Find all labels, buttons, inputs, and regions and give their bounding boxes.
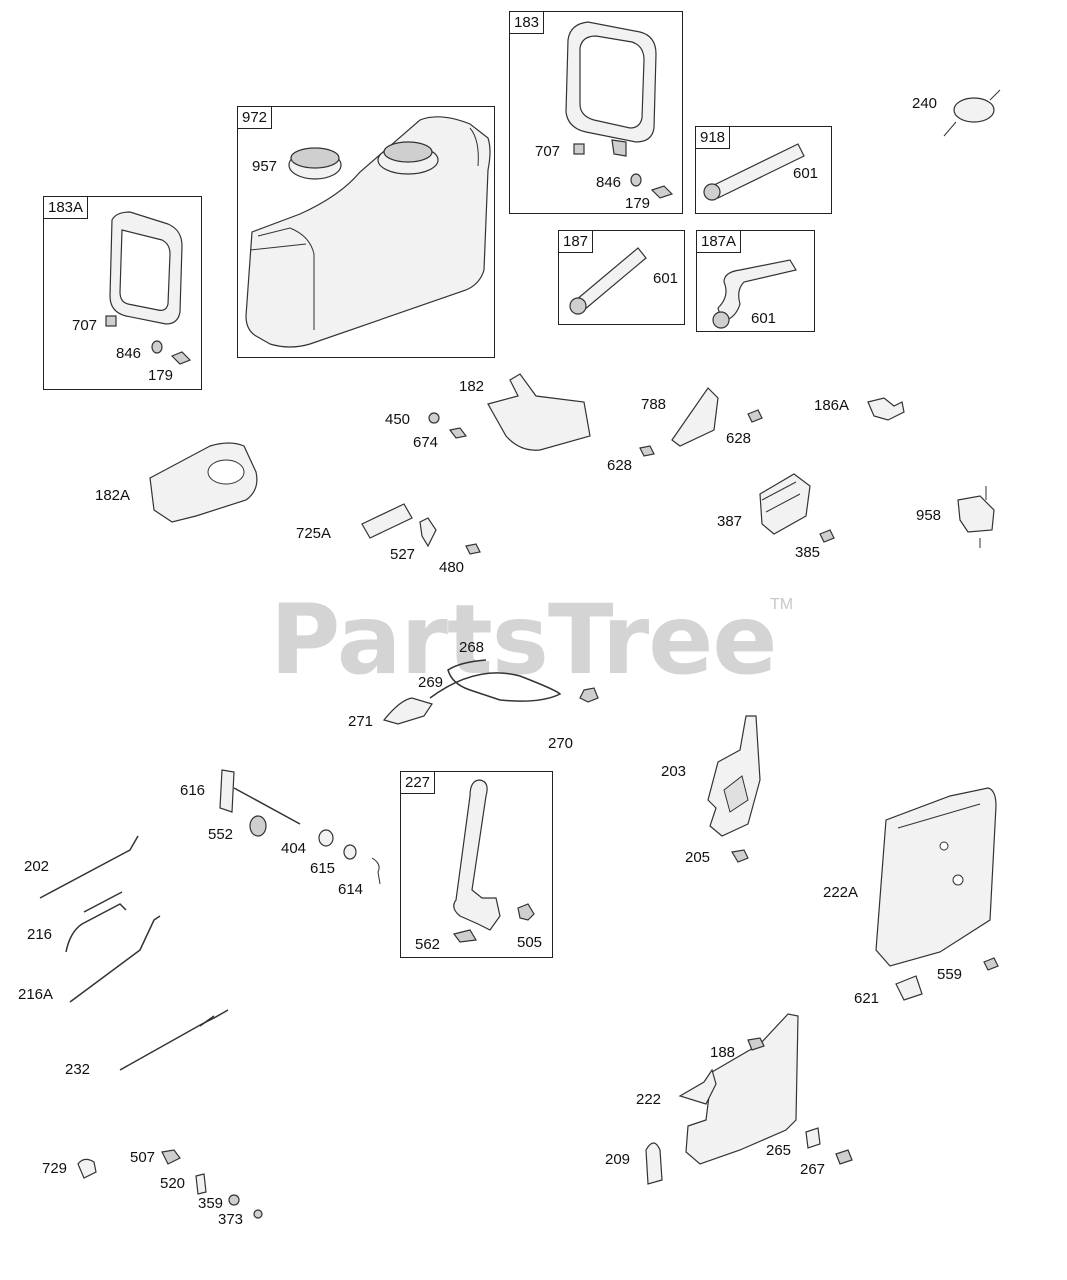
part-label: 205 xyxy=(685,849,711,866)
part-label: 527 xyxy=(390,546,416,563)
part-label: 616 xyxy=(180,782,206,799)
part-label: 202 xyxy=(24,858,50,875)
part-label: 707 xyxy=(535,143,561,160)
part-label: 216 xyxy=(27,926,53,943)
box-tag: 972 xyxy=(237,106,273,129)
part-label: 209 xyxy=(605,1151,631,1168)
part-label: 182 xyxy=(459,378,485,395)
lever-227-drawing xyxy=(452,779,535,943)
elbow-186a-drawing xyxy=(867,397,905,421)
part-label: 614 xyxy=(338,881,364,898)
part-label: 674 xyxy=(413,434,439,451)
part-label: 385 xyxy=(795,544,821,561)
shield-182-drawing xyxy=(428,373,591,451)
cable-268-drawing xyxy=(382,659,599,725)
part-label: 615 xyxy=(310,860,336,877)
box-918: 918 xyxy=(695,126,832,214)
part-label: 601 xyxy=(751,310,777,327)
part-label: 601 xyxy=(653,270,679,287)
box-tag: 187A xyxy=(696,230,742,253)
bracket-222-drawing xyxy=(645,1013,853,1185)
fuel-pump-387-drawing xyxy=(759,473,835,543)
box-183: 183 xyxy=(509,11,683,214)
part-label: 222 xyxy=(636,1091,662,1108)
part-label: 729 xyxy=(42,1160,68,1177)
part-label: 520 xyxy=(160,1175,186,1192)
part-label: 450 xyxy=(385,411,411,428)
part-label: 179 xyxy=(625,195,651,212)
part-label: 480 xyxy=(439,559,465,576)
part-label: 621 xyxy=(854,990,880,1007)
shaft-616-drawing xyxy=(219,769,381,885)
part-label: 269 xyxy=(418,674,444,691)
box-187: 187 xyxy=(558,230,685,325)
part-label: 270 xyxy=(548,735,574,752)
part-label: 559 xyxy=(937,966,963,983)
fuel-lines-drawing xyxy=(569,143,805,329)
small-hardware-drawing xyxy=(77,1149,263,1219)
part-label: 265 xyxy=(766,1142,792,1159)
part-label: 404 xyxy=(281,840,307,857)
part-label: 846 xyxy=(116,345,142,362)
part-label: 601 xyxy=(793,165,819,182)
box-972: 972 xyxy=(237,106,495,358)
part-label: 373 xyxy=(218,1211,244,1228)
part-label: 179 xyxy=(148,367,174,384)
part-label: 182A xyxy=(95,487,131,504)
part-label: 240 xyxy=(912,95,938,112)
bracket-203-drawing xyxy=(707,715,761,863)
part-label: 707 xyxy=(72,317,98,334)
part-label: 232 xyxy=(65,1061,91,1078)
tube-725a-drawing xyxy=(361,503,481,555)
part-label: 268 xyxy=(459,639,485,656)
part-label: 359 xyxy=(198,1195,224,1212)
valve-958-drawing xyxy=(957,486,995,548)
part-label: 188 xyxy=(710,1044,736,1061)
part-label: 203 xyxy=(661,763,687,780)
box-187a: 187A xyxy=(696,230,815,332)
watermark-trademark: TM xyxy=(770,596,794,613)
part-label: 957 xyxy=(252,158,278,175)
plate-222a-drawing xyxy=(875,787,999,1001)
part-label: 628 xyxy=(607,457,633,474)
box-tag: 183 xyxy=(509,11,545,34)
part-label: 507 xyxy=(130,1149,156,1166)
fuel-tank-972-drawing xyxy=(245,116,491,348)
rods-drawing xyxy=(39,835,229,1071)
part-label: 725A xyxy=(296,525,332,542)
part-label: 628 xyxy=(726,430,752,447)
box-227: 227 xyxy=(400,771,553,958)
part-label: 562 xyxy=(415,936,441,953)
bracket-183a-drawing xyxy=(105,211,192,365)
plate-788-drawing xyxy=(639,387,763,457)
bracket-182a-drawing xyxy=(149,442,258,523)
box-tag: 187 xyxy=(558,230,594,253)
part-label: 505 xyxy=(517,934,543,951)
box-tag: 918 xyxy=(695,126,731,149)
part-label: 846 xyxy=(596,174,622,191)
part-label: 788 xyxy=(641,396,667,413)
fuel-filter-240-drawing xyxy=(943,89,1001,137)
bracket-183-drawing xyxy=(565,21,674,199)
part-label: 186A xyxy=(814,397,850,414)
part-label: 222A xyxy=(823,884,859,901)
part-label: 387 xyxy=(717,513,743,530)
part-label: 216A xyxy=(18,986,54,1003)
part-label: 271 xyxy=(348,713,374,730)
part-label: 267 xyxy=(800,1161,826,1178)
box-tag: 183A xyxy=(43,196,89,219)
part-label: 552 xyxy=(208,826,234,843)
box-tag: 227 xyxy=(400,771,436,794)
box-183a: 183A xyxy=(43,196,202,390)
part-label: 958 xyxy=(916,507,942,524)
